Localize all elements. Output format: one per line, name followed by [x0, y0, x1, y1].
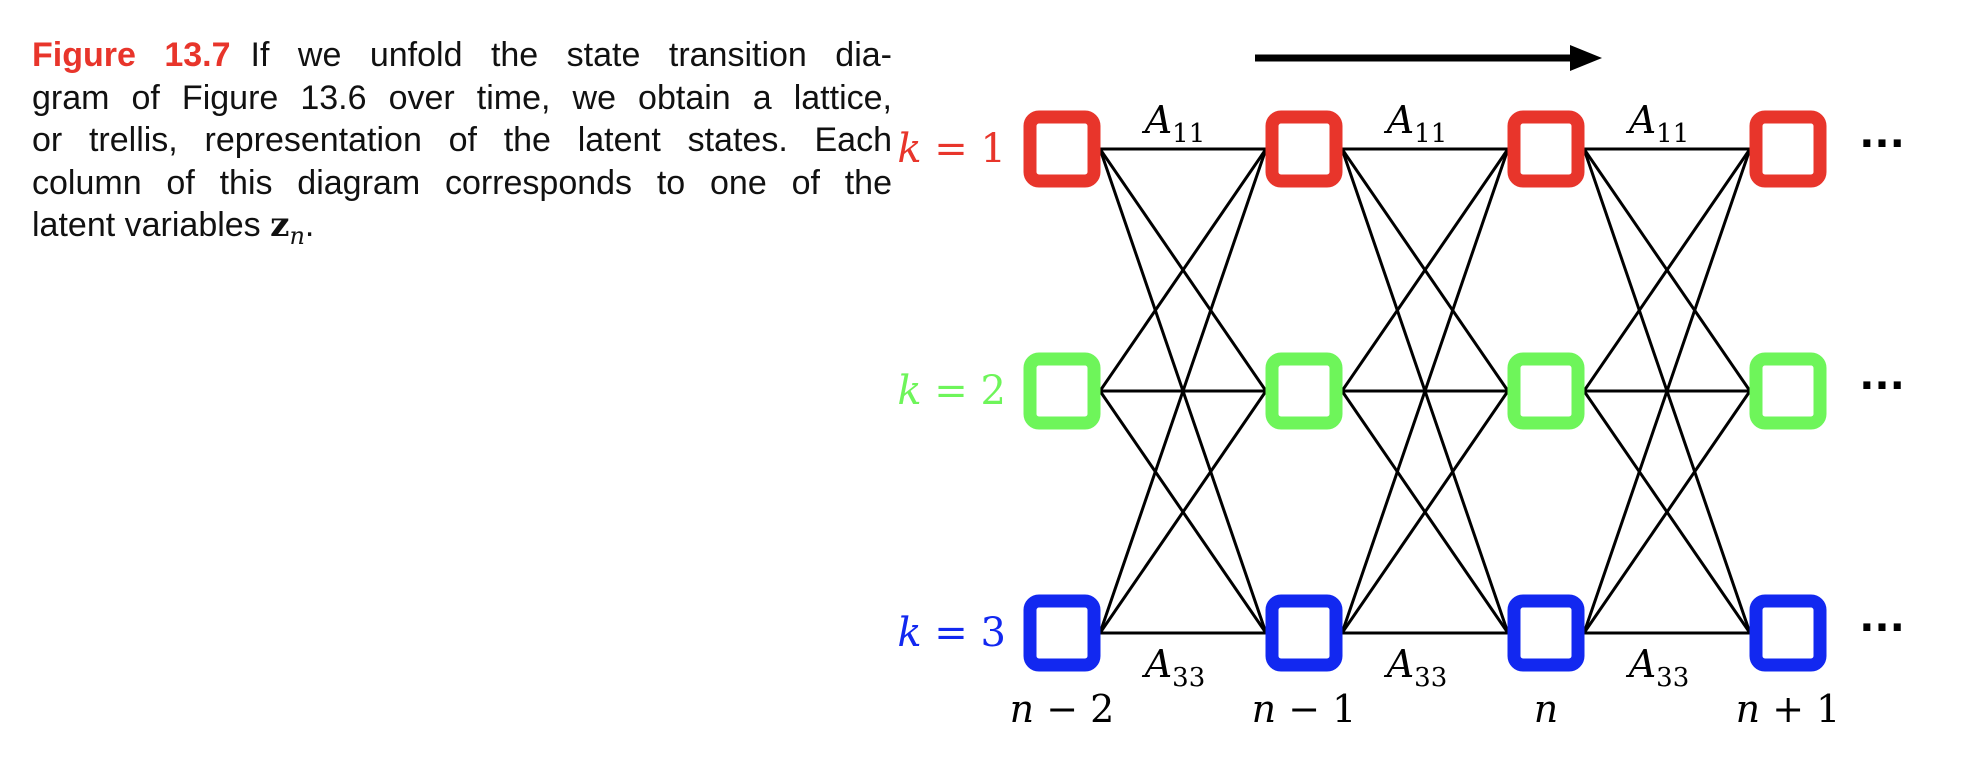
caption-line-1: Figure 13.7 If we unfold the state transi… — [32, 34, 892, 77]
transition-label-top: A11 — [1384, 98, 1448, 149]
state-node — [1265, 594, 1343, 672]
time-label-offset: + 1 — [1760, 687, 1840, 731]
caption-line-5: latent variables zn. — [32, 204, 892, 257]
transition-edge — [1340, 148, 1510, 392]
transition-label-bottom-sub: 33 — [1172, 663, 1205, 693]
state-node — [1023, 594, 1101, 672]
time-label-var: n — [1010, 687, 1034, 731]
time-label: n − 1 — [1252, 687, 1357, 731]
transition-label-bottom: A33 — [1384, 642, 1448, 693]
state-label-var: k — [897, 368, 921, 414]
transition-edge — [1098, 148, 1268, 634]
time-label: n − 2 — [1010, 687, 1115, 731]
transition-label-bottom-sym: A — [1626, 642, 1656, 686]
transition-label-top: A11 — [1626, 98, 1690, 149]
transition-edge — [1582, 390, 1752, 634]
caption-line-4: column of this diagram corresponds to on… — [32, 163, 892, 202]
caption-math-sub: n — [289, 221, 305, 250]
state-node — [1265, 352, 1343, 430]
time-label-offset: − 1 — [1276, 687, 1356, 731]
state-node — [1749, 110, 1827, 188]
transition-label-bottom-sub: 33 — [1656, 663, 1689, 693]
transition-label-top-sub: 11 — [1656, 119, 1689, 149]
transition-label-top-sym: A — [1142, 98, 1172, 142]
caption-suffix: . — [304, 206, 315, 244]
state-node — [1023, 110, 1101, 188]
state-label: k = 2 — [897, 368, 1006, 414]
state-label-eq: = 2 — [922, 368, 1006, 414]
state-label-eq: = 3 — [922, 610, 1006, 656]
time-label-var: n — [1252, 687, 1276, 731]
caption-text-1: If we unfold the state transition dia- — [250, 36, 892, 74]
time-label-var: n — [1736, 687, 1760, 731]
transition-label-bottom-sub: 33 — [1414, 663, 1447, 693]
transition-edge — [1098, 390, 1268, 634]
transition-label-bottom-sym: A — [1142, 642, 1172, 686]
ellipsis: ··· — [1859, 605, 1905, 651]
time-label-offset: − 2 — [1034, 687, 1114, 731]
transition-label-top-sym: A — [1384, 98, 1414, 142]
caption-line-2: gram of Figure 13.6 over time, we obtain… — [32, 78, 892, 117]
state-label-eq: = 1 — [922, 126, 1006, 172]
state-node — [1265, 110, 1343, 188]
caption-line-3: or trellis, representation of the latent… — [32, 121, 892, 159]
ellipsis: ··· — [1859, 121, 1905, 167]
transition-label-bottom-sym: A — [1384, 642, 1414, 686]
ellipsis: ··· — [1859, 363, 1905, 409]
figure-label: Figure 13.7 — [32, 36, 231, 74]
state-node — [1023, 352, 1101, 430]
figure-caption: Figure 13.7 If we unfold the state transi… — [32, 34, 892, 257]
transition-edge — [1582, 148, 1752, 634]
caption-text-5: latent variables — [32, 206, 271, 244]
state-node — [1749, 352, 1827, 430]
transition-label-top-sym: A — [1626, 98, 1656, 142]
state-node — [1507, 110, 1585, 188]
transition-label-top-sub: 11 — [1172, 119, 1205, 149]
transition-edge — [1582, 148, 1752, 392]
time-label-var: n — [1534, 687, 1558, 731]
state-label-var: k — [897, 126, 921, 172]
state-label-var: k — [897, 610, 921, 656]
transition-edge — [1098, 148, 1268, 392]
state-node — [1507, 594, 1585, 672]
time-label: n — [1534, 687, 1558, 731]
state-node — [1749, 594, 1827, 672]
transition-label-bottom: A33 — [1626, 642, 1690, 693]
state-label: k = 3 — [897, 610, 1006, 656]
caption-math-var: z — [270, 205, 290, 245]
time-arrow-head — [1570, 45, 1602, 71]
time-label: n + 1 — [1736, 687, 1841, 731]
state-label: k = 1 — [897, 126, 1006, 172]
transition-label-top-sub: 11 — [1414, 119, 1447, 149]
transition-label-bottom: A33 — [1142, 642, 1206, 693]
transition-edge — [1340, 148, 1510, 634]
transition-label-top: A11 — [1142, 98, 1206, 149]
state-node — [1507, 352, 1585, 430]
transition-edge — [1340, 390, 1510, 634]
